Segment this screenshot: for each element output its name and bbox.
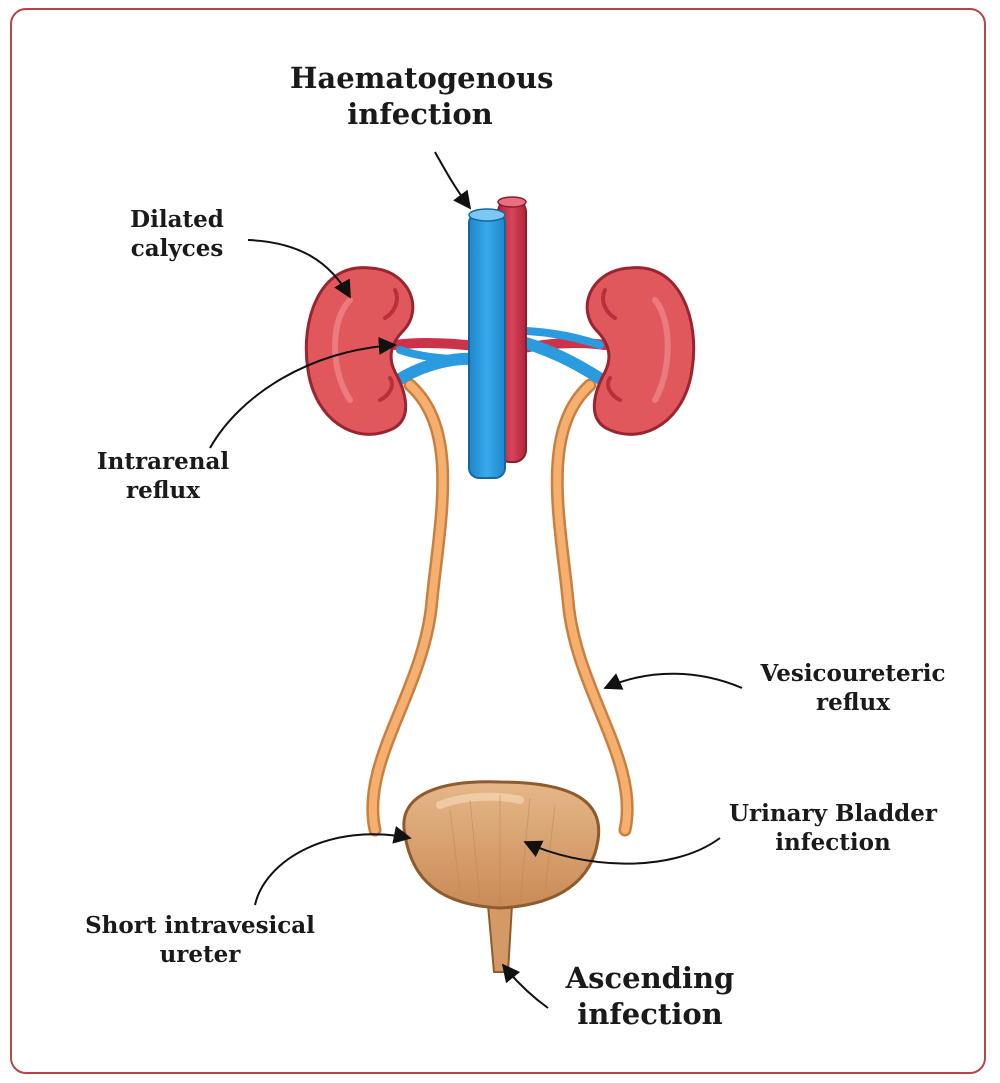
urethra [488, 905, 512, 972]
arrow-ascending [503, 965, 548, 1008]
label-haematogenous-infection: Haematogenous infection [290, 60, 550, 133]
arrow-vesicoureteric-reflux [605, 674, 742, 688]
urinary-bladder [404, 782, 599, 908]
arrow-haematogenous [435, 152, 470, 208]
label-vesicoureteric-reflux: Vesicoureteric reflux [748, 660, 958, 718]
label-intrarenal-reflux: Intrarenal reflux [78, 448, 248, 506]
label-short-intravesical-ureter: Short intravesical ureter [75, 912, 325, 970]
right-ureter [557, 385, 627, 830]
right-kidney [587, 268, 694, 435]
vena-cava [469, 209, 505, 478]
left-ureter [373, 385, 443, 830]
label-ascending-infection: Ascending infection [550, 960, 750, 1033]
arrow-short-intravesical [255, 834, 410, 905]
label-dilated-calyces: Dilated calyces [112, 206, 242, 264]
label-urinary-bladder-infection: Urinary Bladder infection [718, 800, 948, 858]
